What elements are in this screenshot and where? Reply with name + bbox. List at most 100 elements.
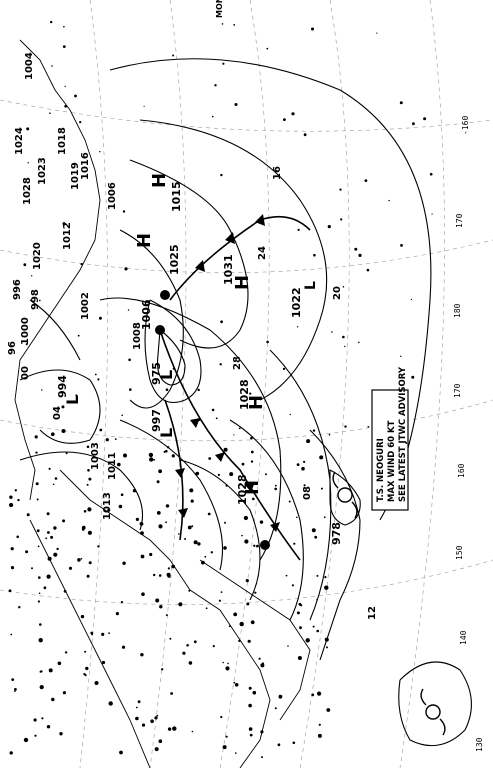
station-dot — [161, 668, 164, 671]
low-center-pressure: 1022 — [290, 287, 303, 318]
station-dot — [107, 508, 111, 512]
station-dot — [11, 678, 15, 681]
station-dot — [358, 253, 362, 257]
station-dot — [431, 213, 433, 215]
station-dot — [80, 263, 83, 266]
station-dot — [305, 638, 310, 643]
station-dot — [154, 716, 158, 720]
station-dot — [258, 657, 261, 660]
station-dot — [205, 607, 208, 610]
station-dot — [62, 691, 66, 695]
station-dot — [48, 668, 53, 673]
station-dot — [233, 681, 236, 684]
station-dot — [63, 589, 67, 593]
station-dot — [218, 599, 221, 602]
low-center-letter: L — [157, 370, 176, 380]
station-dot — [34, 435, 38, 439]
station-dot — [108, 632, 110, 634]
station-dot — [277, 743, 281, 747]
station-dot — [123, 453, 127, 458]
station-dot — [64, 651, 68, 654]
station-dot — [38, 638, 43, 643]
station-dot — [18, 606, 21, 609]
station-dot — [388, 199, 390, 202]
station-dot — [250, 460, 254, 463]
station-dot — [74, 94, 77, 98]
station-dot — [250, 450, 254, 454]
station-dot — [225, 735, 228, 738]
station-dot — [165, 614, 168, 617]
station-dot — [167, 727, 172, 731]
isobar-value-label: 1012 — [62, 222, 73, 250]
station-dot — [163, 450, 166, 453]
station-dot — [303, 460, 306, 463]
station-dot — [169, 637, 172, 640]
station-dot — [311, 528, 316, 533]
station-dot — [51, 697, 55, 702]
station-dot — [167, 567, 170, 570]
station-dot — [233, 434, 235, 436]
station-dot — [263, 541, 267, 544]
advisory-box: T.S. NEOGURI MAX WIND 60 KT SEE LATEST J… — [371, 366, 409, 511]
station-dot — [88, 477, 92, 481]
isobar-value-label: 16 — [272, 166, 283, 180]
isobar-value-label: 1011 — [107, 452, 118, 480]
station-dot — [255, 544, 259, 548]
station-dot — [274, 707, 277, 710]
station-dot — [57, 661, 62, 666]
station-dot — [253, 544, 256, 547]
station-dot — [9, 502, 14, 508]
station-dot — [158, 524, 163, 529]
isobar-value-label: 20 — [332, 286, 343, 300]
station-dot — [37, 545, 40, 548]
station-dot — [184, 538, 187, 540]
station-dot — [105, 438, 109, 442]
station-dot — [316, 599, 318, 601]
front-symbols — [155, 214, 280, 550]
station-dot — [23, 737, 29, 743]
station-dot — [204, 555, 207, 558]
station-dot — [77, 558, 81, 562]
station-dot — [64, 104, 68, 108]
station-dot — [314, 535, 318, 539]
station-dot — [291, 584, 294, 587]
station-dot — [158, 469, 163, 474]
station-dot — [155, 598, 160, 603]
station-dot — [319, 455, 324, 460]
station-dot — [127, 309, 130, 311]
station-dot — [301, 466, 305, 471]
station-dot — [285, 574, 288, 577]
station-dot — [77, 334, 80, 337]
station-dot — [158, 739, 163, 743]
station-dot — [235, 752, 237, 754]
station-dot — [99, 151, 101, 153]
station-dot — [197, 388, 200, 392]
low-center-pressure: 994 — [56, 375, 69, 398]
station-dot — [266, 340, 269, 344]
typhoon-symbol-south — [420, 688, 446, 736]
station-dot — [31, 275, 33, 277]
station-dot — [46, 725, 51, 729]
station-dot — [300, 604, 303, 607]
station-dot — [243, 515, 248, 521]
station-dot — [429, 172, 433, 176]
station-dot — [8, 589, 12, 593]
station-dot — [61, 429, 66, 433]
station-dot — [53, 552, 58, 557]
isobar-value-label: 1000 — [20, 317, 31, 345]
station-dot — [366, 268, 370, 272]
station-dot — [233, 612, 238, 617]
station-dot — [282, 367, 286, 371]
station-dot — [52, 483, 55, 486]
isobar-value-label: 1024 — [14, 127, 25, 155]
station-dot — [46, 574, 51, 579]
station-dot — [158, 574, 162, 577]
station-dot — [261, 756, 263, 759]
station-dot — [46, 512, 50, 516]
station-dot — [156, 511, 161, 515]
station-dot — [274, 487, 278, 491]
station-dot — [186, 644, 189, 647]
station-dot — [94, 681, 99, 685]
